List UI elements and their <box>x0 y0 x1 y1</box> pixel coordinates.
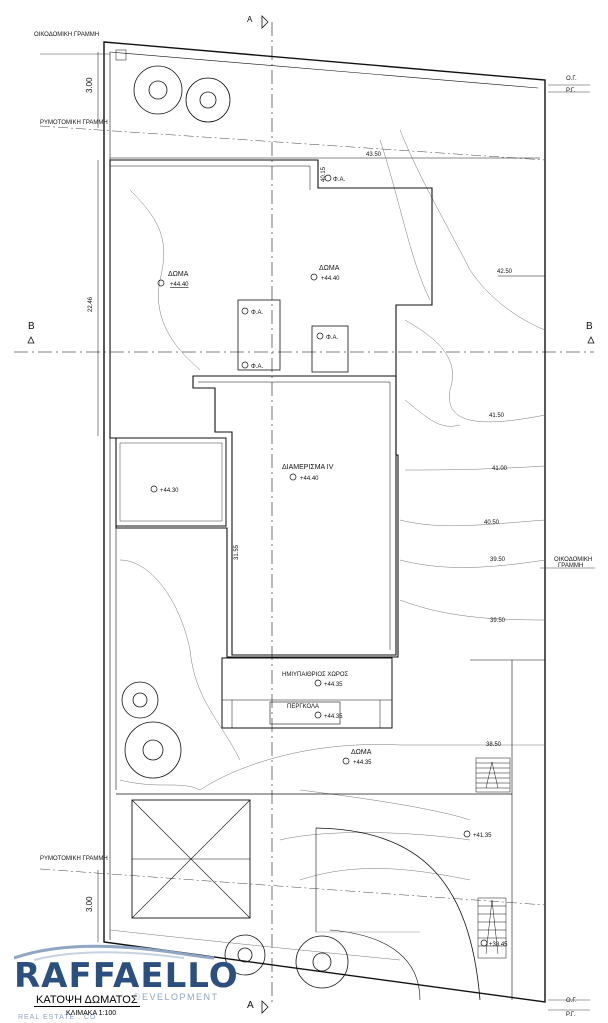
dim-width-43-50: 43.50 <box>366 152 382 158</box>
dim-40-15: 40.15 <box>321 166 327 182</box>
label-rymotomiki-top: ΡΥΜΟΤΟΜΙΚΗ ΓΡΑΜΜΗ <box>40 120 108 126</box>
section-marker-a-bottom: A <box>247 1000 269 1014</box>
section-marker-b-right: B <box>586 321 595 344</box>
label-fa-1: Φ.Α. <box>333 177 345 183</box>
label-rg-top: Ρ.Γ. <box>566 88 576 94</box>
raffaello-logo: RAFFAELLO DEVELOPMENT REAL ESTATE . CO <box>14 942 238 1021</box>
dim-setback-top: 3.00 <box>85 77 94 93</box>
contour-label-39-50-b: 39.50 <box>490 618 506 624</box>
level-apartment: +44.40 <box>300 476 319 482</box>
contour-label-39-50-a: 39.50 <box>490 557 506 563</box>
dim-31-55: 31.55 <box>234 544 240 560</box>
level-left-terrace: +44.30 <box>160 488 179 494</box>
label-fa-2: Φ.Α. <box>251 310 263 316</box>
dim-setback-bottom: 3.00 <box>85 896 94 912</box>
drawing-title: ΚΑΤΟΨΗ ΔΩΜΑΤΟΣ <box>34 994 140 1007</box>
pergola-frame <box>269 701 341 725</box>
label-oikodomiki-top: ΟΙΚΟΔΟΜΙΚΗ ΓΡΑΜΜΗ <box>34 32 99 38</box>
shaft-fa-1 <box>237 299 281 371</box>
room-label-doma-center: ΔΩΜΑ <box>319 265 340 272</box>
section-marker-a-top: A <box>247 15 269 29</box>
building-roof-outline <box>109 159 433 658</box>
logo-wave-mark <box>14 944 214 961</box>
room-label-doma-left: ΔΩΜΑ <box>168 271 189 278</box>
room-label-doma-lower: ΔΩΜΑ <box>351 749 372 756</box>
stair-lower <box>477 897 507 959</box>
ramp-curve <box>315 827 481 1001</box>
topography-contours <box>109 129 546 961</box>
svg-text:B: B <box>28 321 35 332</box>
contour-label-38-50: 38.50 <box>486 742 502 748</box>
label-fa-4: Φ.Α. <box>251 364 263 370</box>
label-oikodomiki-right-1: ΟΙΚΟΔΟΜΙΚΗ <box>554 557 592 563</box>
label-og-top: Ο.Γ. <box>566 76 577 82</box>
label-fa-3: Φ.Α. <box>326 335 338 341</box>
level-41-35: +41.35 <box>473 833 492 839</box>
contour-label-41-50: 41.50 <box>489 413 505 419</box>
level-38-45: +38.45 <box>489 942 508 948</box>
svg-text:B: B <box>586 321 593 332</box>
shaft-fa-2 <box>311 325 349 373</box>
contour-label-41-00: 41.00 <box>492 466 508 472</box>
level-semi-open: +44.35 <box>324 682 343 688</box>
label-rg-bottom: Ρ.Γ. <box>566 1012 576 1018</box>
svg-text:A: A <box>247 15 253 24</box>
label-og-bottom: Ο.Γ. <box>566 998 577 1004</box>
room-label-pergola: ΠΕΡΓΚΟΛΑ <box>287 704 319 710</box>
section-marker-b-left: B <box>27 321 35 344</box>
level-pergola: +44.35 <box>324 714 343 720</box>
label-rymotomiki-bottom: ΡΥΜΟΤΟΜΙΚΗ ΓΡΑΜΜΗ <box>40 856 108 862</box>
building-line-top <box>39 125 546 161</box>
logo-sub2: REAL ESTATE . CO <box>18 1014 97 1021</box>
trees <box>121 65 349 989</box>
contour-label-40-50: 40.50 <box>484 520 500 526</box>
semi-open-area <box>221 657 393 729</box>
room-label-apartment-iv: ΔΙΑΜΕΡΙΣΜΑ IV <box>282 464 334 471</box>
label-oikodomiki-right-2: ΓΡΑΜΜΗ <box>558 563 583 569</box>
contour-label-42-50: 42.50 <box>497 269 513 275</box>
drawing-scale: ΚΛΙΜΑΚΑ 1:100 <box>66 1010 117 1017</box>
level-doma-left: +44.40 <box>170 282 189 288</box>
logo-sub: DEVELOPMENT <box>134 992 219 1002</box>
building-line-bottom <box>39 868 546 906</box>
apartment-iv-block <box>192 375 397 656</box>
stair-upper <box>475 757 511 793</box>
logo-name: RAFFAELLO <box>14 956 239 996</box>
left-terrace <box>115 437 227 527</box>
level-doma-lower: +44.35 <box>353 760 372 766</box>
dim-length-22-46: 22.46 <box>88 296 94 312</box>
level-doma-center: +44.40 <box>321 276 340 282</box>
plot-boundary <box>103 41 546 1003</box>
room-label-semi-open: ΗΜΙΥΠΑΙΘΡΙΟΣ ΧΩΡΟΣ <box>282 672 349 678</box>
svg-text:A: A <box>247 1000 254 1011</box>
